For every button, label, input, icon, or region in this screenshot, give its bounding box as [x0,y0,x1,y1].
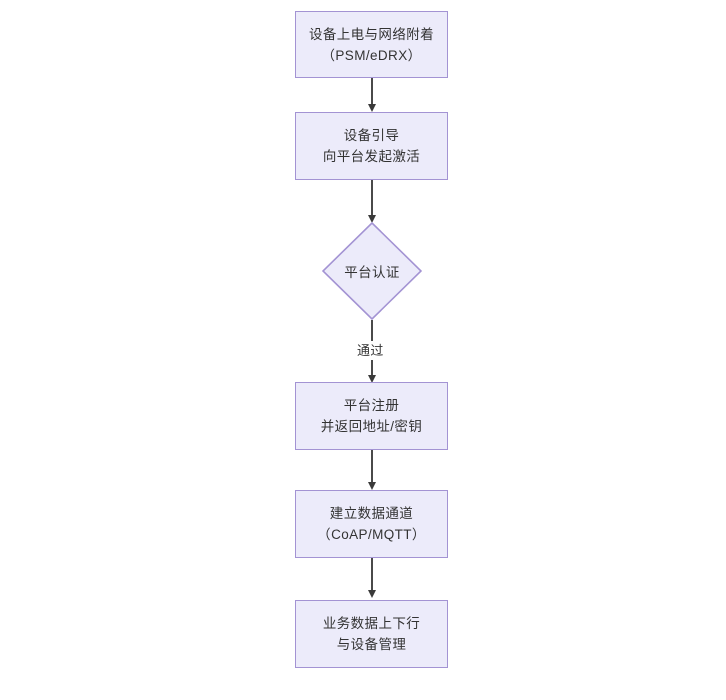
flow-node-platform-auth-label: 平台认证 [344,265,400,280]
flow-node-business-data-line2: 与设备管理 [336,637,407,652]
flow-node-device-bootstrap[interactable]: 设备引导 向平台发起激活 [295,112,448,180]
connector-n1-n2 [371,78,373,105]
flow-node-device-bootstrap-line1: 设备引导 [343,128,400,143]
flow-node-device-bootstrap-line2: 向平台发起激活 [322,149,421,164]
flow-node-data-channel[interactable]: 建立数据通道 （CoAP/MQTT） [295,490,448,558]
connector-n5-n6 [371,558,373,590]
flow-node-power-on-line2: （PSM/eDRX） [321,47,422,63]
connector-n2-n3 [371,180,373,216]
flow-node-data-channel-line1: 建立数据通道 [329,506,414,521]
flow-node-business-data-line1: 业务数据上下行 [322,616,421,631]
connector-n4-n5 [371,450,373,482]
arrowhead-n1-n2 [367,104,376,112]
flow-node-platform-register-line2: 并返回地址/密钥 [320,419,423,434]
diamond-shape [322,222,422,320]
arrowhead-n4-n5 [367,482,376,490]
flow-node-platform-auth[interactable]: 平台认证 [322,222,422,320]
flow-node-platform-register-line1: 平台注册 [343,398,400,413]
arrowhead-n5-n6 [367,590,376,598]
arrowhead-n3-n4 [367,375,376,383]
flow-node-platform-register[interactable]: 平台注册 并返回地址/密钥 [295,382,448,450]
flow-node-business-data[interactable]: 业务数据上下行 与设备管理 [295,600,448,668]
flow-node-power-on-line1: 设备上电与网络附着 [308,26,435,42]
flow-node-data-channel-line2: （CoAP/MQTT） [317,527,426,542]
arrowhead-n2-n3 [367,215,376,223]
flow-node-power-on[interactable]: 设备上电与网络附着 （PSM/eDRX） [295,11,448,78]
edge-label-pass: 通过 [354,341,387,360]
